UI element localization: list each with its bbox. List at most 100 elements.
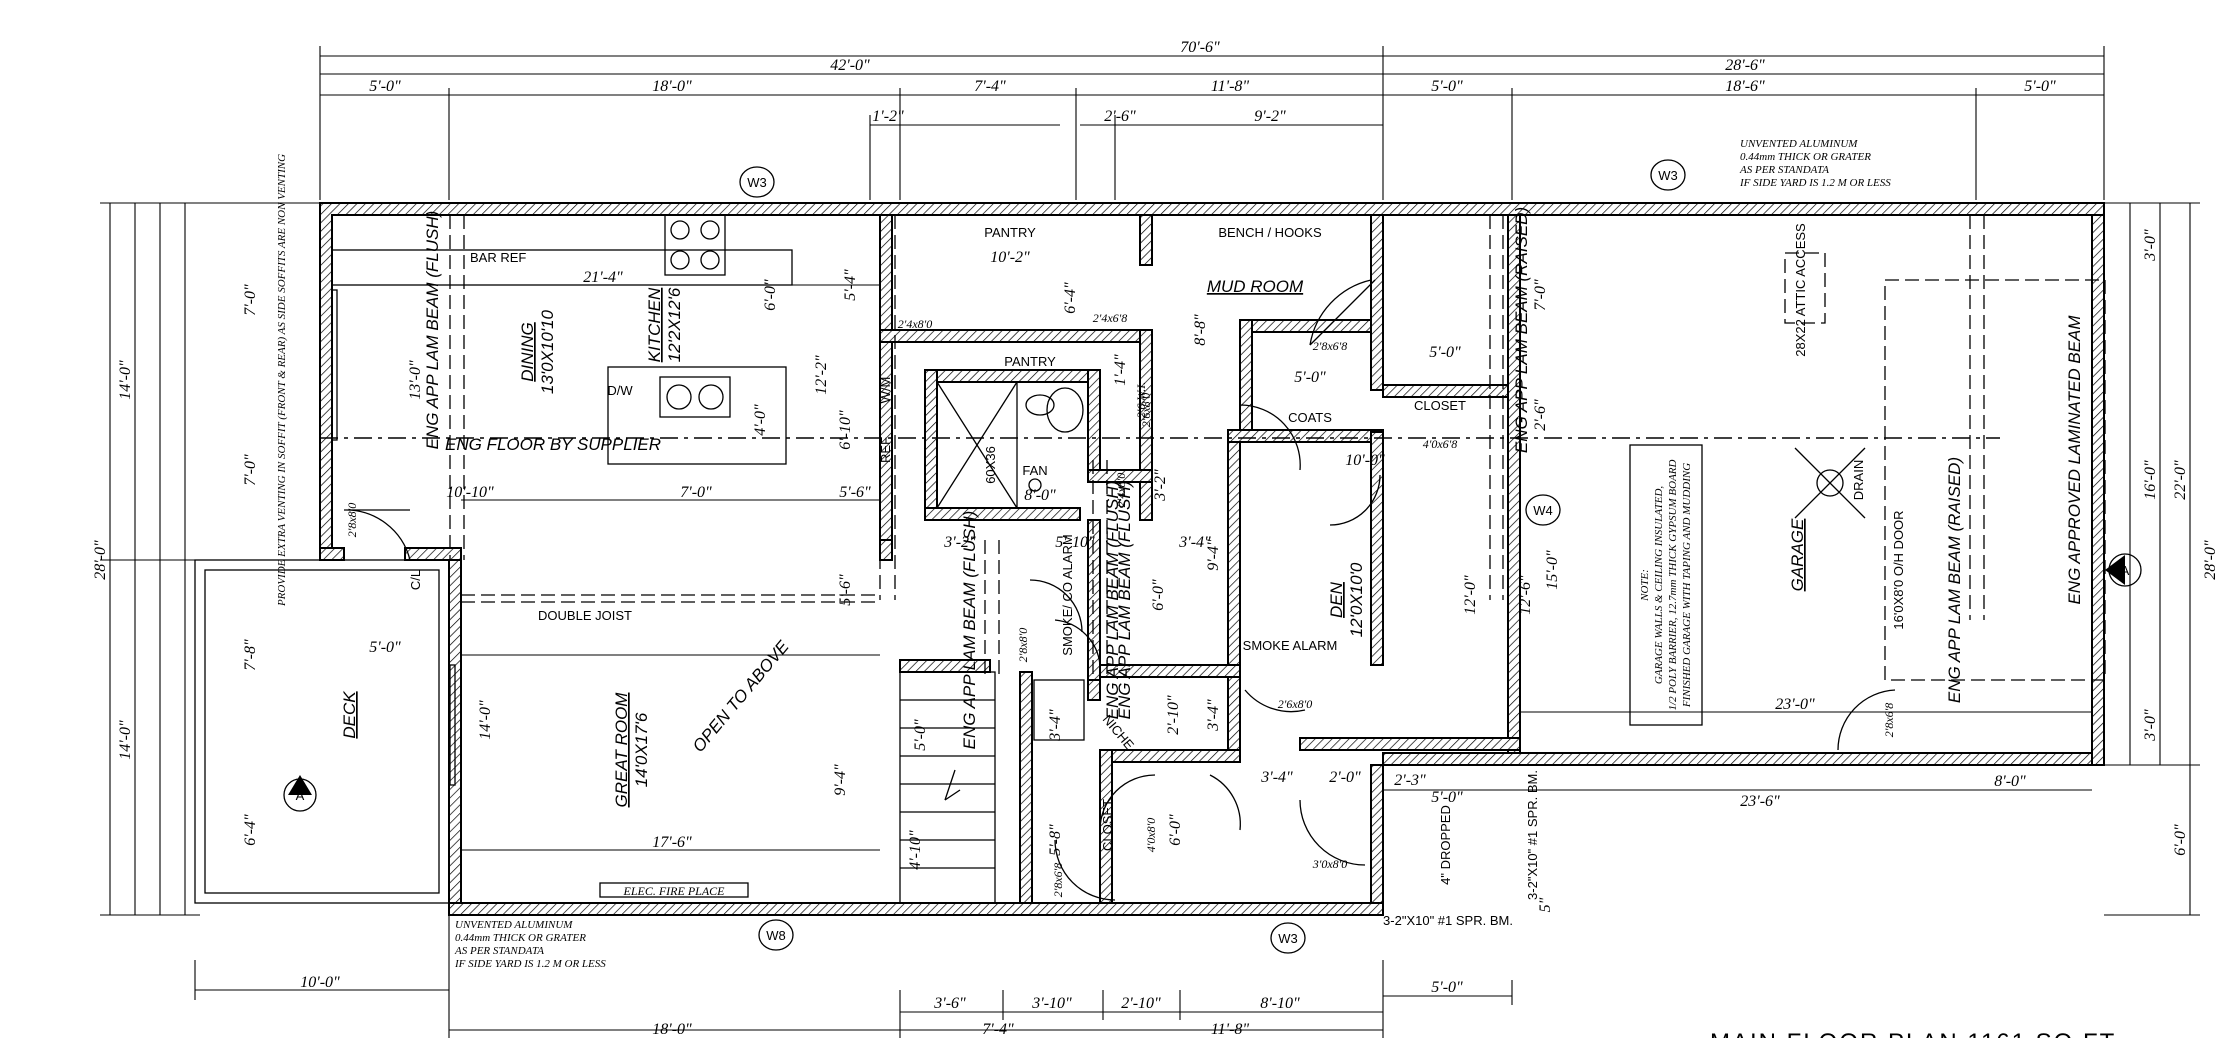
dim-label: 6'-0" — [2172, 824, 2189, 856]
dim-label: 12'-2" — [813, 355, 830, 395]
dim-label: 3'-10" — [1031, 995, 1072, 1012]
den-size: 12'0X10'0 — [1347, 562, 1366, 637]
dim-label: 28'-0" — [92, 540, 109, 580]
dim-label: 10'-2" — [990, 249, 1030, 266]
dim-label: 18'-0" — [652, 78, 692, 95]
dim-label: 5'-0" — [2024, 78, 2056, 95]
dim-label: 3'-4" — [1205, 699, 1222, 732]
dim-label: 15'-0" — [1544, 550, 1561, 590]
dim-label: 5'-0" — [369, 78, 401, 95]
dim-label: 2'-0" — [1329, 769, 1361, 786]
garage-label: GARAGE — [1788, 518, 1807, 591]
beam-label: ENG APP LAM BEAM (FLUSH) — [1103, 481, 1122, 720]
great-room-size: 14'0X17'6 — [632, 712, 651, 787]
door-label: 2'6x8'0 — [1139, 393, 1153, 427]
dim-label: 5'-10" — [1055, 534, 1095, 551]
dim-label: 8'-0" — [1024, 487, 1056, 504]
dim-label: 5'-0" — [1294, 369, 1326, 386]
vent-note: AS PER STANDATA — [1739, 164, 1829, 176]
dim-label: 3'-4" — [1260, 769, 1293, 786]
garage-note: GARAGE WALLS & CEILING INSULATED, — [1653, 486, 1665, 685]
deck — [194, 559, 450, 904]
smoke-co-label: SMOKE/ CO ALARM — [1060, 534, 1075, 655]
dim-label: 28'-0" — [2202, 540, 2219, 580]
dim-label: 8'-0" — [1994, 773, 2026, 790]
door-label: 2'8x8'0 — [1016, 628, 1030, 662]
dim-label: 7'-0" — [680, 484, 712, 501]
garage-note: FINISHED GARAGE WITH TAPING AND MUDDING — [1681, 463, 1693, 708]
vent-note: IF SIDE YARD IS 1.2 M OR LESS — [1739, 177, 1891, 189]
dim-label: 23'-0" — [1775, 696, 1815, 713]
dim-label: 4'-10" — [907, 830, 924, 870]
dim-label: 2'-3" — [1394, 772, 1426, 789]
wm-label: W/M — [878, 377, 893, 404]
dim-label: 5'-0" — [1431, 979, 1463, 996]
window-tags: W3 W3 W3 W4 W8 — [739, 159, 1686, 954]
door-label: 2'8x6'8 — [1051, 863, 1065, 897]
dim-label: 14'-0" — [117, 360, 134, 400]
soffit-note: PROVIDE EXTRA VENTING IN SOFFIT (FRONT &… — [276, 154, 288, 607]
drain-label: DRAIN — [1851, 460, 1866, 500]
section-marker: A — [2121, 563, 2130, 578]
door-label: 2'8x6'8 — [1882, 703, 1896, 737]
smoke-alarm-label: SMOKE ALARM — [1243, 638, 1338, 653]
garage-note: NOTE: — [1639, 569, 1651, 602]
attic-label: 28X22 ATTIC ACCESS — [1793, 223, 1808, 357]
door-labels: 2'8x8'0 2'4x8'0 2'4x6'8 2'8x6'8 2'6x8'0 … — [345, 311, 1896, 897]
dim-top-28-6: 28'-6" — [1725, 57, 1765, 74]
section-marker: A — [296, 788, 305, 803]
dim-label: 6'-4" — [242, 814, 259, 846]
dim-label: 6'-0" — [1167, 814, 1184, 846]
shower-label: 60X36 — [983, 446, 998, 484]
interior-dimensions: 21'-4" 6'-0" 5'-4" 12'-2" 13'-0" 4'-0" 7… — [332, 249, 2092, 912]
dim-label: 10'-10" — [446, 484, 494, 501]
dim-label: 5'-0" — [1431, 789, 1463, 806]
closet-label: CLOSET — [1100, 799, 1115, 851]
dim-label: 11'-8" — [1211, 78, 1250, 95]
bath-fixtures — [936, 381, 1084, 509]
vent-note: UNVENTED ALUMINUM — [455, 919, 573, 931]
dim-label: 7'-4" — [974, 78, 1006, 95]
dim-label: 6'-10" — [837, 410, 854, 450]
vent-note: 0.44mm THICK OR GRATER — [1740, 151, 1871, 163]
door-label: 2'6 W.I. — [1134, 382, 1148, 418]
drain-symbol — [1794, 447, 1866, 519]
dim-label: 18'-0" — [652, 1021, 692, 1038]
section-markers: A A — [283, 553, 2142, 812]
beam-label: ENG APP LAM BEAM (FLUSH) — [960, 511, 979, 750]
dim-label: 4'-0" — [752, 404, 769, 436]
dim-label: 12'-0" — [1462, 575, 1479, 615]
doors — [343, 279, 1896, 901]
bottom-dimensions: 10'-0" 18'-0" 3'-6" 3'-10" 7'-4" 2'-10" … — [194, 910, 1513, 1038]
door-label: 4'0x6'8 — [1423, 437, 1457, 451]
garage-note: 1/2 POLY BARRIER, 12.7mm THICK GYPSUM BO… — [1667, 459, 1679, 710]
dropped-label: 4" DROPPED — [1438, 805, 1453, 885]
bench-label: BENCH / HOOKS — [1218, 225, 1322, 240]
dim-label: 9'-2" — [1254, 108, 1286, 125]
pantry-label: PANTRY — [1004, 354, 1056, 369]
door-label: 2'8x6'8 — [1313, 339, 1347, 353]
dim-label: 2'-10" — [1165, 695, 1182, 735]
oh-door-label: 16'0X8'0 O/H DOOR — [1891, 510, 1906, 629]
beam-label: ENG APPROVED LAMINATED BEAM — [2065, 315, 2084, 605]
stairs — [899, 671, 1085, 904]
dim-label: 5'-0" — [1431, 78, 1463, 95]
door-label: 2'8x8'0 — [345, 503, 359, 537]
dim-label: 5'-4" — [842, 269, 859, 301]
mud-room-label: MUD ROOM — [1207, 277, 1304, 296]
dim-label: 21'-4" — [583, 269, 623, 286]
dim-label: 8'-10" — [1260, 995, 1300, 1012]
fan-label: FAN — [1022, 463, 1047, 478]
coats-label: COATS — [1288, 410, 1332, 425]
door-label: 2'4x6'8 — [1093, 311, 1127, 325]
great-room-label: GREAT ROOM — [612, 692, 631, 808]
eng-floor-label: ENG FLOOR BY SUPPLIER — [445, 435, 661, 454]
dim-label: 14'-0" — [477, 700, 494, 740]
dining-label: DINING — [518, 322, 537, 382]
dishwasher-label: D/W — [607, 383, 633, 398]
dim-label: 3'-2" — [1152, 469, 1169, 502]
kitchen-size: 12'2X12'6 — [665, 287, 684, 362]
dim-label: 5" — [1537, 897, 1554, 912]
vent-note: 0.44mm THICK OR GRATER — [455, 932, 586, 944]
beam-lines — [320, 215, 2106, 681]
